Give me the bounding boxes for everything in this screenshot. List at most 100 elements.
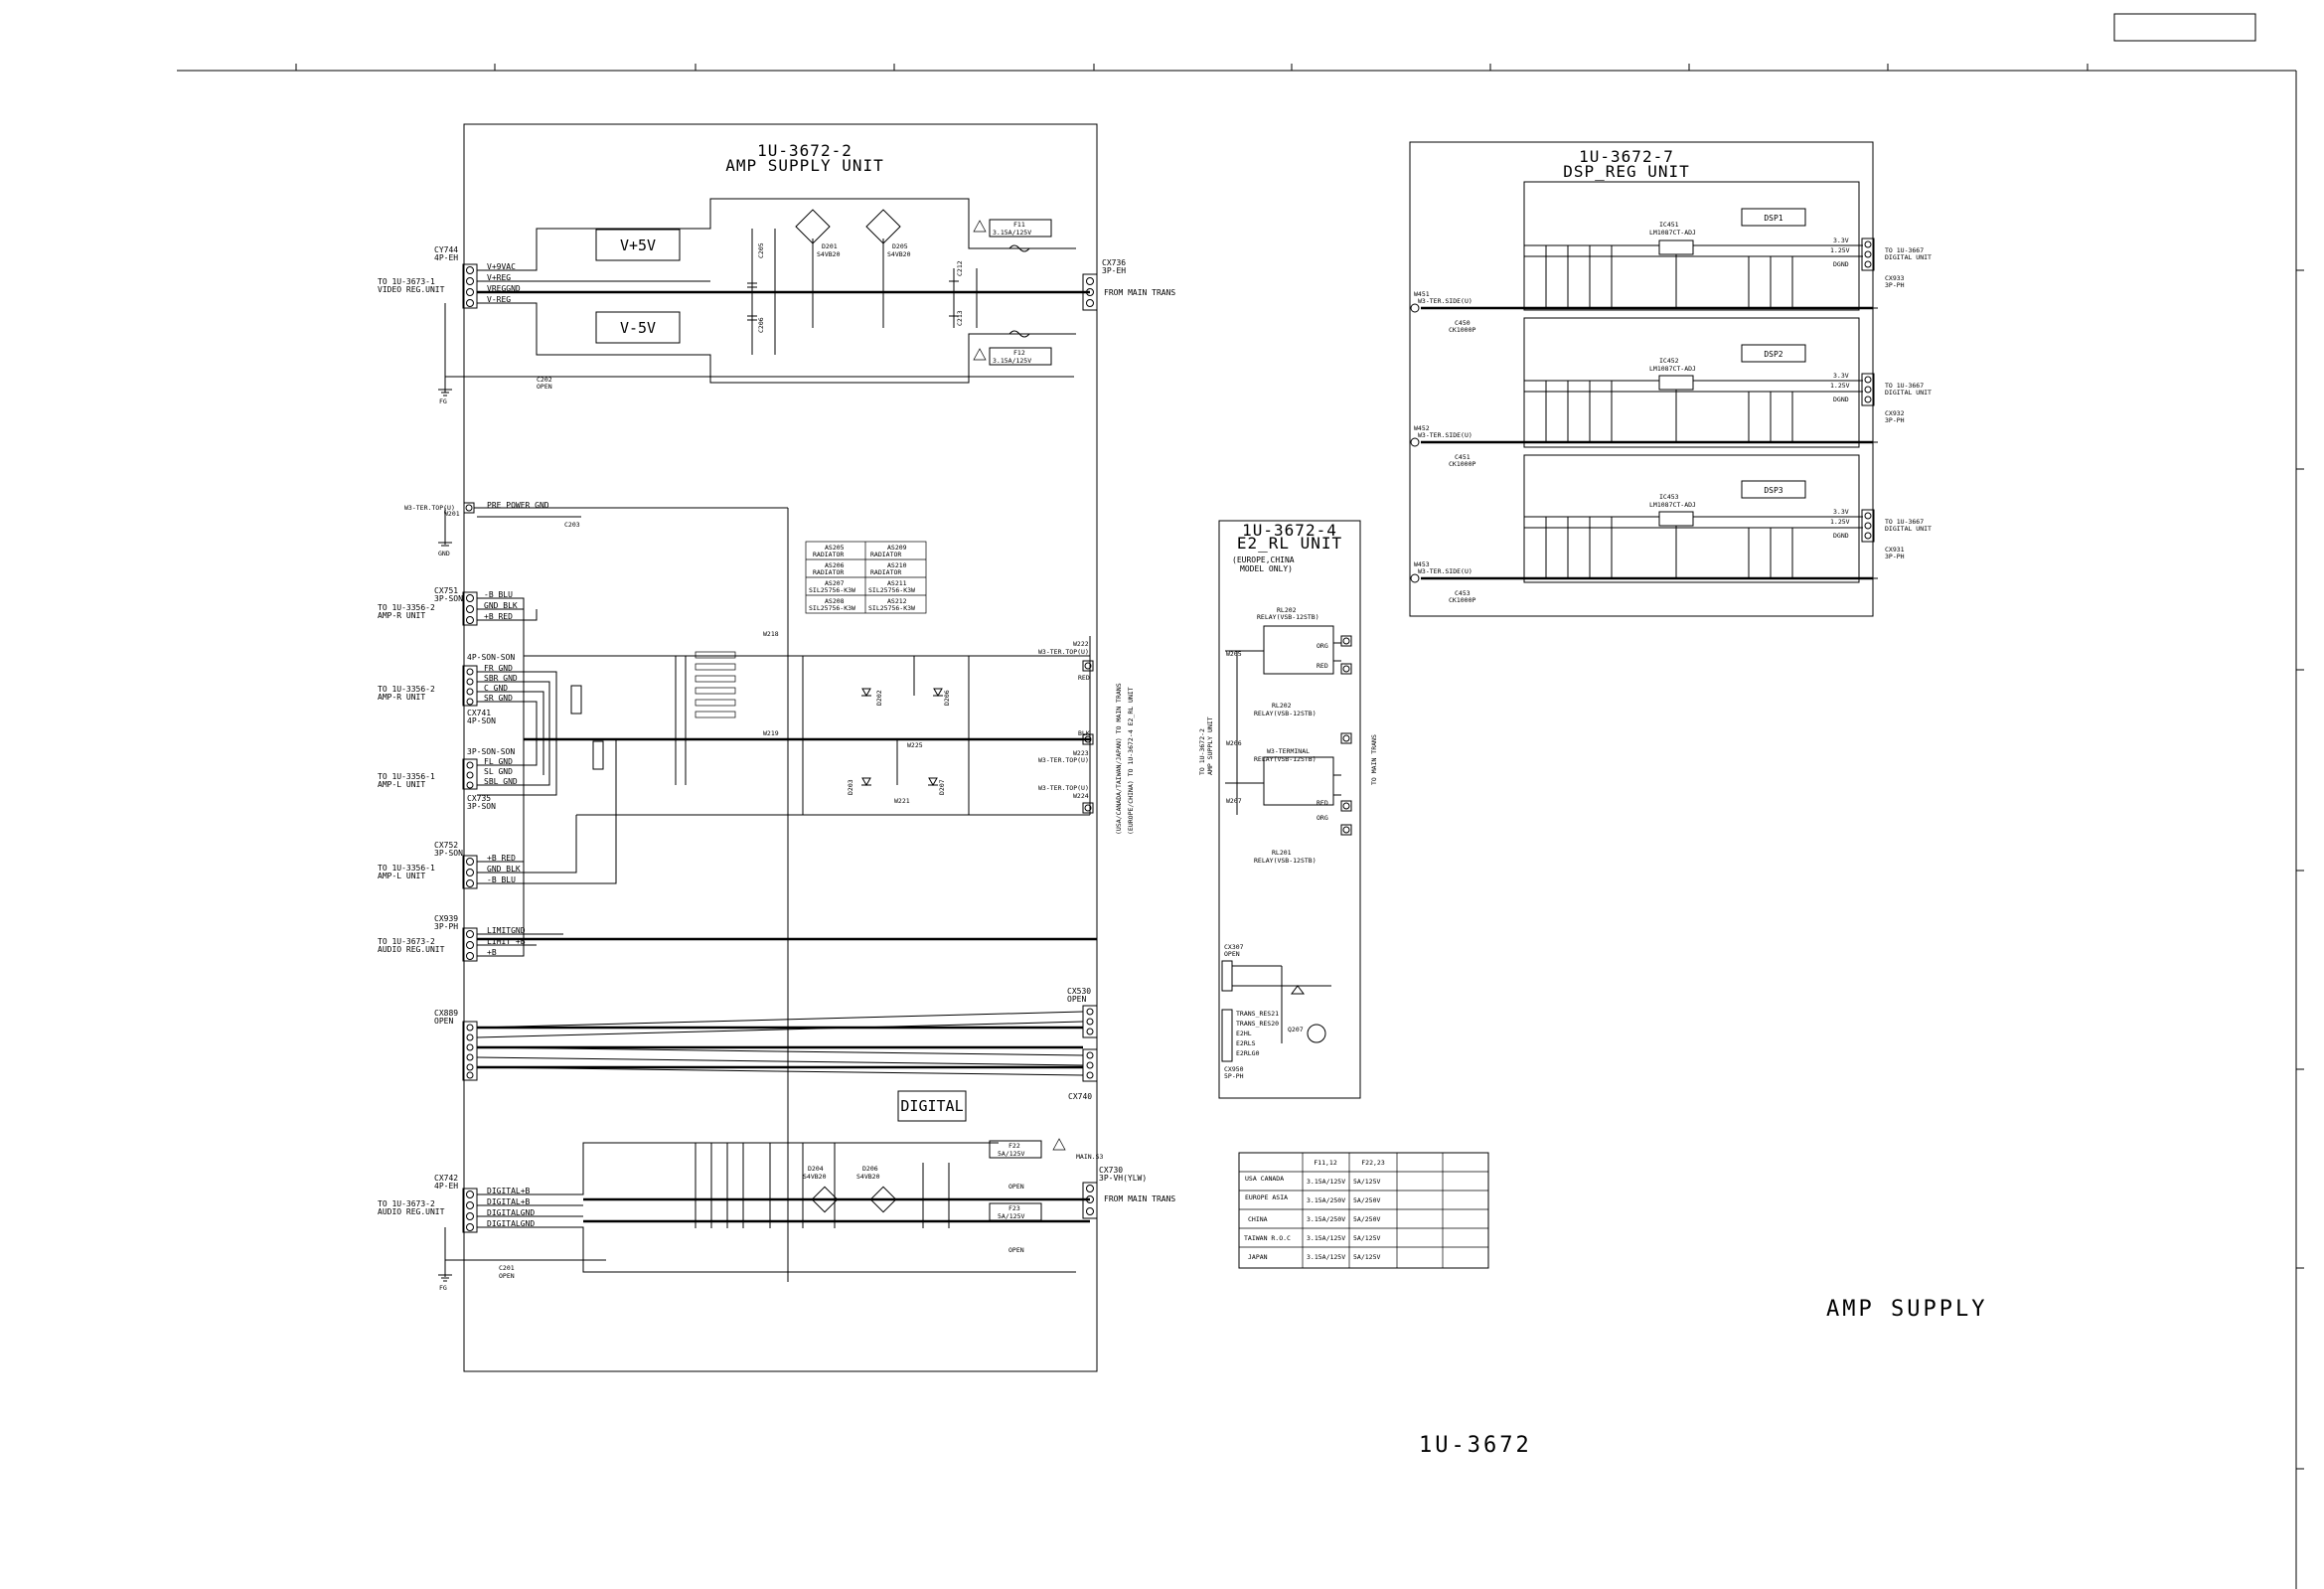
schematic-label: ORG (1317, 642, 1328, 650)
v-plus-5v-label: V+5V (620, 237, 656, 254)
schematic-label: CK1000P (1449, 596, 1475, 604)
d205-bridge (865, 209, 901, 328)
schematic-label: RL202 (1277, 606, 1297, 614)
schematic-label: D206 (862, 1165, 878, 1173)
schematic-label: D205 (892, 242, 908, 250)
schematic-label: JAPAN (1248, 1253, 1268, 1261)
schematic-label: TO 1U-3667 (1885, 518, 1924, 526)
schematic-label: W452 (1414, 424, 1430, 432)
fuse-rating-table: F11,12 F22,23 USA CANADA 3.15A/125V 5A/1… (1238, 1152, 1489, 1269)
schematic-label: RADIATOR (870, 551, 901, 558)
v-minus-5v-box (595, 311, 681, 344)
dsp1-box (1741, 208, 1806, 227)
schematic-label: TO 1U-3356-1 (378, 772, 435, 781)
resistor-array (695, 651, 736, 718)
schematic-label: RELAY(VSB-12STB) (1254, 755, 1317, 763)
schematic-label: V-REG (487, 295, 511, 304)
schematic-label: RELAY(VSB-12STB) (1257, 613, 1319, 621)
schematic-label: FROM MAIN TRANS (1104, 1194, 1175, 1203)
schematic-label: DIGITALGND (487, 1219, 535, 1228)
schematic-label: CX939 (434, 914, 458, 923)
schematic-label: PRE POWER GND (487, 501, 549, 510)
schematic-label: LIMIT +B (487, 937, 526, 946)
schematic-label: CX736 (1102, 258, 1126, 267)
schematic-label: TRANS_RES20 (1236, 1020, 1279, 1028)
schematic-label: W3-TER.TOP(U) (1038, 648, 1089, 656)
schematic-label: DIGITAL+B (487, 1187, 531, 1195)
to-video-reg-1: TO 1U-3673-1 (378, 277, 435, 286)
schematic-label: 3.3V (1833, 508, 1849, 516)
schematic-label: RELAY(VSB-12STB) (1254, 857, 1317, 865)
schematic-label: AS207 (825, 579, 845, 587)
schematic-label: TO 1U-3356-2 (378, 603, 435, 612)
digital-box (897, 1090, 967, 1122)
schematic-label: 3P-VH(YLW) (1099, 1174, 1147, 1183)
fuse-header-f11: F11,12 (1314, 1159, 1337, 1167)
schematic-label: AS206 (825, 561, 845, 569)
schematic-label: IC452 (1659, 357, 1679, 365)
schematic-label: TRANS_RES21 (1236, 1010, 1279, 1018)
schematic-label: F22 (1008, 1142, 1020, 1150)
schematic-label: AS208 (825, 597, 845, 605)
schematic-label: W201 (444, 510, 460, 518)
schematic-label: V+9VAC (487, 262, 516, 271)
schematic-label: W223 (1073, 749, 1089, 757)
schematic-label: RL202 (1272, 702, 1292, 710)
schematic-label: SL GND (484, 767, 513, 776)
schematic-label: DIGITAL UNIT (1885, 525, 1932, 533)
d204-bridge (811, 1186, 897, 1213)
dsp-unit-title-1: 1U-3672-7 (1579, 147, 1674, 166)
schematic-label: TO 1U-3356-2 (378, 685, 435, 694)
schematic-label: DGND (1833, 260, 1849, 268)
schematic-label: TO 1U-3667 (1885, 382, 1924, 390)
cx950-connector (1221, 1009, 1233, 1062)
schematic-label: TO 1U-3667 (1885, 246, 1924, 254)
fuse-header-f22: F22,23 (1361, 1159, 1385, 1167)
schematic-label: AMP SUPPLY UNIT (1206, 716, 1214, 775)
schematic-label: CX752 (434, 841, 458, 850)
schematic-label: DSP3 (1764, 486, 1782, 495)
schematic-label: CX742 (434, 1174, 458, 1183)
schematic-label: GND (438, 550, 450, 557)
board-id: 1U-3672 (1419, 1433, 1532, 1458)
schematic-label: 5A/125V (998, 1150, 1024, 1158)
schematic-label: CX950 (1224, 1065, 1244, 1073)
schematic-label: W3-TER.TOP(U) (1038, 756, 1089, 764)
schematic-label: OPEN (1224, 950, 1240, 958)
schematic-label: AS209 (887, 544, 907, 552)
schematic-label: CX730 (1099, 1166, 1123, 1175)
schematic-label: SBL GND (484, 777, 518, 786)
radiator-table (805, 541, 927, 614)
schematic-label: W207 (1226, 797, 1242, 805)
dsp-reg-unit: 1U-3672-7 DSP_REG UNIT DSP1 IC451 LM1087… (1409, 141, 1932, 617)
schematic-label: C206 (757, 317, 765, 333)
f23-fuse-label (989, 1202, 1042, 1221)
schematic-label: AMP-R UNIT (378, 611, 425, 620)
schematic-label: 3.15A/250V (1307, 1196, 1345, 1204)
schematic-label: 3P-SON (467, 802, 496, 811)
schematic-label: CX932 (1885, 409, 1905, 417)
digital-label: DIGITAL (900, 1097, 963, 1115)
schematic-label: (EUROPE,CHINA (1232, 556, 1295, 564)
schematic-label: DGND (1833, 532, 1849, 540)
schematic-label: W219 (763, 729, 779, 737)
schematic-label: DIGITAL+B (487, 1197, 531, 1206)
schematic-label: S4VB20 (817, 250, 841, 258)
schematic-label: LM1087CT-ADJ (1649, 365, 1696, 373)
schematic-label: DIGITAL UNIT (1885, 253, 1932, 261)
schematic-label: 5A/250V (1353, 1215, 1380, 1223)
schematic-label: Q207 (1288, 1026, 1304, 1033)
schematic-label: AMP-L UNIT (378, 780, 425, 789)
schematic-label: 3.15A/125V (993, 229, 1031, 237)
schematic-label: D204 (808, 1165, 824, 1173)
schematic-label: SR GND (484, 694, 513, 703)
schematic-label: D206 (943, 690, 951, 706)
schematic-label: E2RLG0 (1236, 1049, 1260, 1057)
schematic-label: LM1087CT-ADJ (1649, 229, 1696, 237)
schematic-label: F12 (1013, 349, 1025, 357)
schematic-label: D201 (822, 242, 838, 250)
schematic-label: RADIATOR (813, 551, 844, 558)
schematic-label: DIGITALGND (487, 1208, 535, 1217)
schematic-label: SIL25756-K3W (868, 586, 915, 594)
schematic-label: CX931 (1885, 546, 1905, 554)
